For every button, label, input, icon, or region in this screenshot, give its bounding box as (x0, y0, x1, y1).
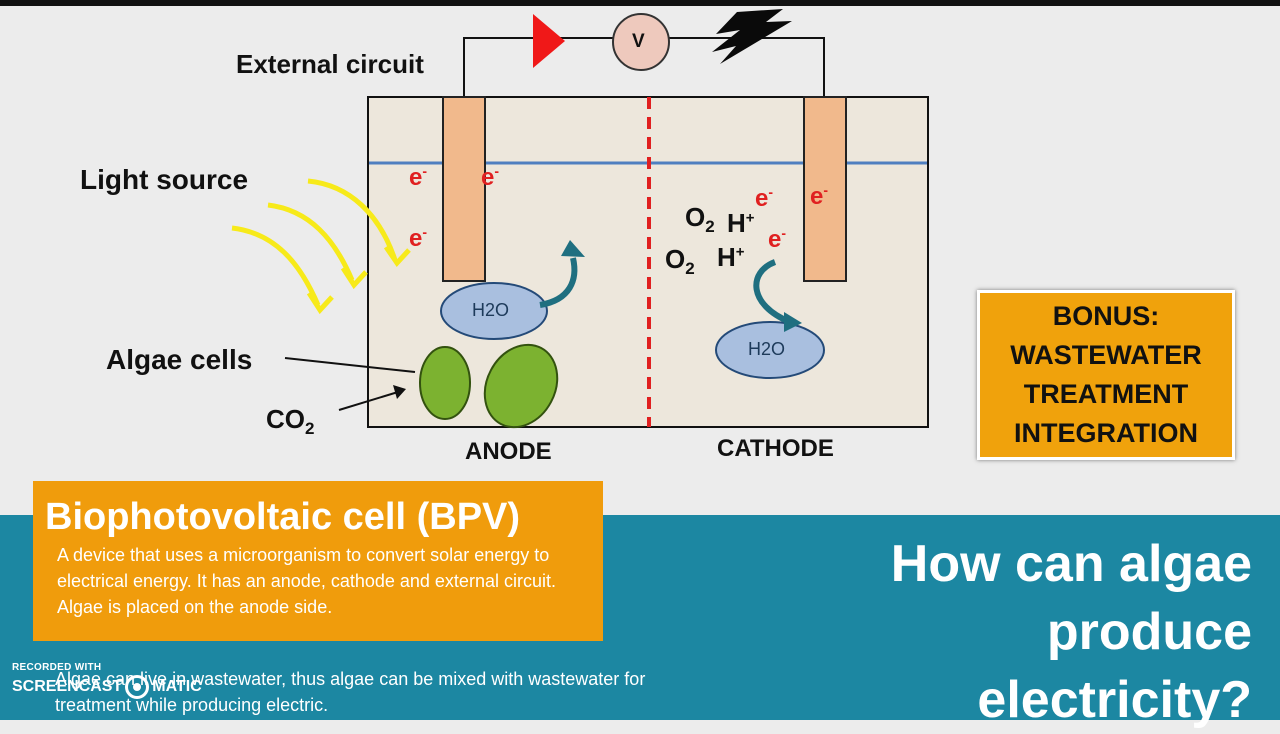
algae-pointer-line (284, 357, 416, 373)
bpv-definition-box: Biophotovoltaic cell (BPV) A device that… (33, 481, 603, 641)
proton-label: H+ (727, 208, 755, 238)
screencast-logo-icon (125, 675, 150, 699)
anode-water-label: H2O (472, 300, 510, 320)
bonus-line: TREATMENT (1023, 379, 1189, 409)
anode-label: ANODE (465, 438, 552, 465)
electron-label: e- (481, 163, 500, 191)
anode-arrowhead (561, 240, 585, 257)
screencast-watermark: RECORDED WITH SCREENCAST MATIC (12, 662, 202, 699)
electron-label: e- (768, 225, 787, 253)
co2-pointer-line (338, 391, 399, 411)
bonus-line: BONUS: (1052, 301, 1160, 331)
anode-electrode (442, 96, 486, 282)
co2-arrowhead (393, 385, 406, 399)
light-source-label: Light source (80, 164, 249, 195)
bonus-box: BONUS: WASTEWATER TREATMENT INTEGRATION (977, 290, 1235, 460)
algae-cell (419, 346, 471, 420)
electron-label: e- (409, 224, 428, 252)
anode-water-bubble (440, 282, 548, 340)
cathode-label: CATHODE (717, 435, 834, 462)
curved-arrow-icon (539, 257, 792, 325)
diode-icon (533, 14, 565, 68)
bonus-line: INTEGRATION (1014, 418, 1198, 448)
light-ray-arrow-icon (231, 178, 411, 315)
algae-cell (483, 343, 559, 429)
cathode-water-label: H2O (748, 339, 786, 359)
proton-label: H+ (717, 242, 745, 272)
watermark-top-text: RECORDED WITH (12, 662, 102, 673)
external-circuit-label: External circuit (236, 49, 424, 79)
oxygen-label: O2 (665, 244, 695, 279)
electron-label: e- (810, 182, 829, 210)
cathode-water-bubble (715, 321, 825, 379)
bpv-title: Biophotovoltaic cell (BPV) (45, 496, 521, 538)
watermark-right-text: MATIC (152, 678, 202, 695)
footer-text: Algae can live in wastewater, thus algae… (55, 669, 646, 715)
electron-label: e- (755, 184, 774, 212)
question-title: How can algae produce electricity? (890, 535, 1252, 729)
watermark-left-text: SCREENCAST (12, 678, 123, 695)
top-frame-bar (0, 0, 1280, 6)
electron-label: e- (409, 163, 428, 191)
cathode-arrowhead (784, 312, 802, 332)
algae-cells-label: Algae cells (106, 344, 253, 375)
cathode-electrode (803, 96, 847, 282)
lightning-icon (712, 9, 792, 64)
oxygen-label: O2 (685, 202, 715, 237)
bpv-description: A device that uses a microorganism to co… (57, 545, 556, 617)
co2-label: CO2 (266, 404, 315, 439)
voltmeter-symbol: V (632, 31, 645, 52)
bonus-line: WASTEWATER (1010, 340, 1202, 370)
voltmeter-icon (612, 13, 670, 71)
